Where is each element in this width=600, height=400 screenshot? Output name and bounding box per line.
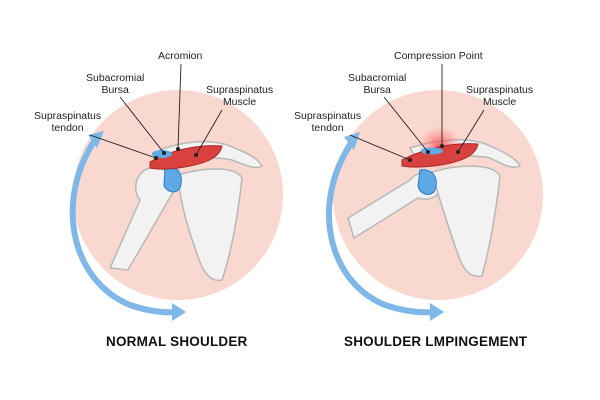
label-line: Subacromial bbox=[348, 72, 407, 84]
supraspinatus-muscle bbox=[149, 145, 223, 170]
label-line: Supraspinatus bbox=[34, 110, 102, 122]
label-line: Supraspinatus bbox=[294, 110, 362, 122]
label-supraspinatus-tendon: Supraspinatus tendon bbox=[294, 110, 361, 134]
label-line: tendon bbox=[51, 122, 84, 134]
label-supraspinatus-muscle: Supraspinatus Muscle bbox=[206, 84, 273, 108]
subacromial-bursa bbox=[421, 147, 443, 155]
scapula-bone bbox=[431, 165, 501, 278]
label-supraspinatus-muscle: Supraspinatus Muscle bbox=[466, 84, 533, 108]
motion-arrow bbox=[326, 139, 439, 316]
label-line: tendon bbox=[311, 122, 344, 134]
label-compression-point: Compression Point bbox=[394, 50, 483, 62]
caption-shoulder-impingement: SHOULDER LMPINGEMENT bbox=[344, 334, 528, 349]
label-line: Supraspinatus bbox=[466, 84, 534, 96]
label-supraspinatus-tendon: Supraspinatus tendon bbox=[34, 110, 101, 134]
leader-lines bbox=[89, 63, 223, 159]
arrowhead-top bbox=[344, 132, 360, 150]
label-acromion: Acromion bbox=[158, 50, 203, 62]
label-subacromial-bursa: Subacromial Bursa bbox=[86, 72, 144, 96]
label-line: Bursa bbox=[363, 84, 391, 96]
label-line: Muscle bbox=[482, 96, 517, 108]
supraspinatus-muscle bbox=[401, 143, 479, 168]
label-line: Muscle bbox=[222, 96, 257, 108]
label-line: Bursa bbox=[101, 84, 129, 96]
leader-lines bbox=[349, 64, 485, 161]
glenoid-cartilage bbox=[417, 169, 437, 195]
label-subacromial-bursa: Subacromial Bursa bbox=[348, 72, 406, 96]
normal-shoulder-panel bbox=[69, 63, 283, 321]
scapula-bone bbox=[177, 168, 243, 282]
arrowhead-bottom bbox=[430, 303, 444, 321]
label-line: Supraspinatus bbox=[206, 84, 274, 96]
motion-arrow bbox=[69, 137, 181, 316]
subacromial-bursa bbox=[152, 150, 172, 158]
glenoid-cartilage bbox=[163, 166, 182, 193]
caption-normal-shoulder: NORMAL SHOULDER bbox=[106, 334, 248, 349]
arrowhead-bottom bbox=[172, 303, 186, 321]
background-circle bbox=[73, 90, 283, 300]
impingement-shoulder-panel bbox=[326, 64, 543, 321]
label-line: Subacromial bbox=[86, 72, 145, 84]
